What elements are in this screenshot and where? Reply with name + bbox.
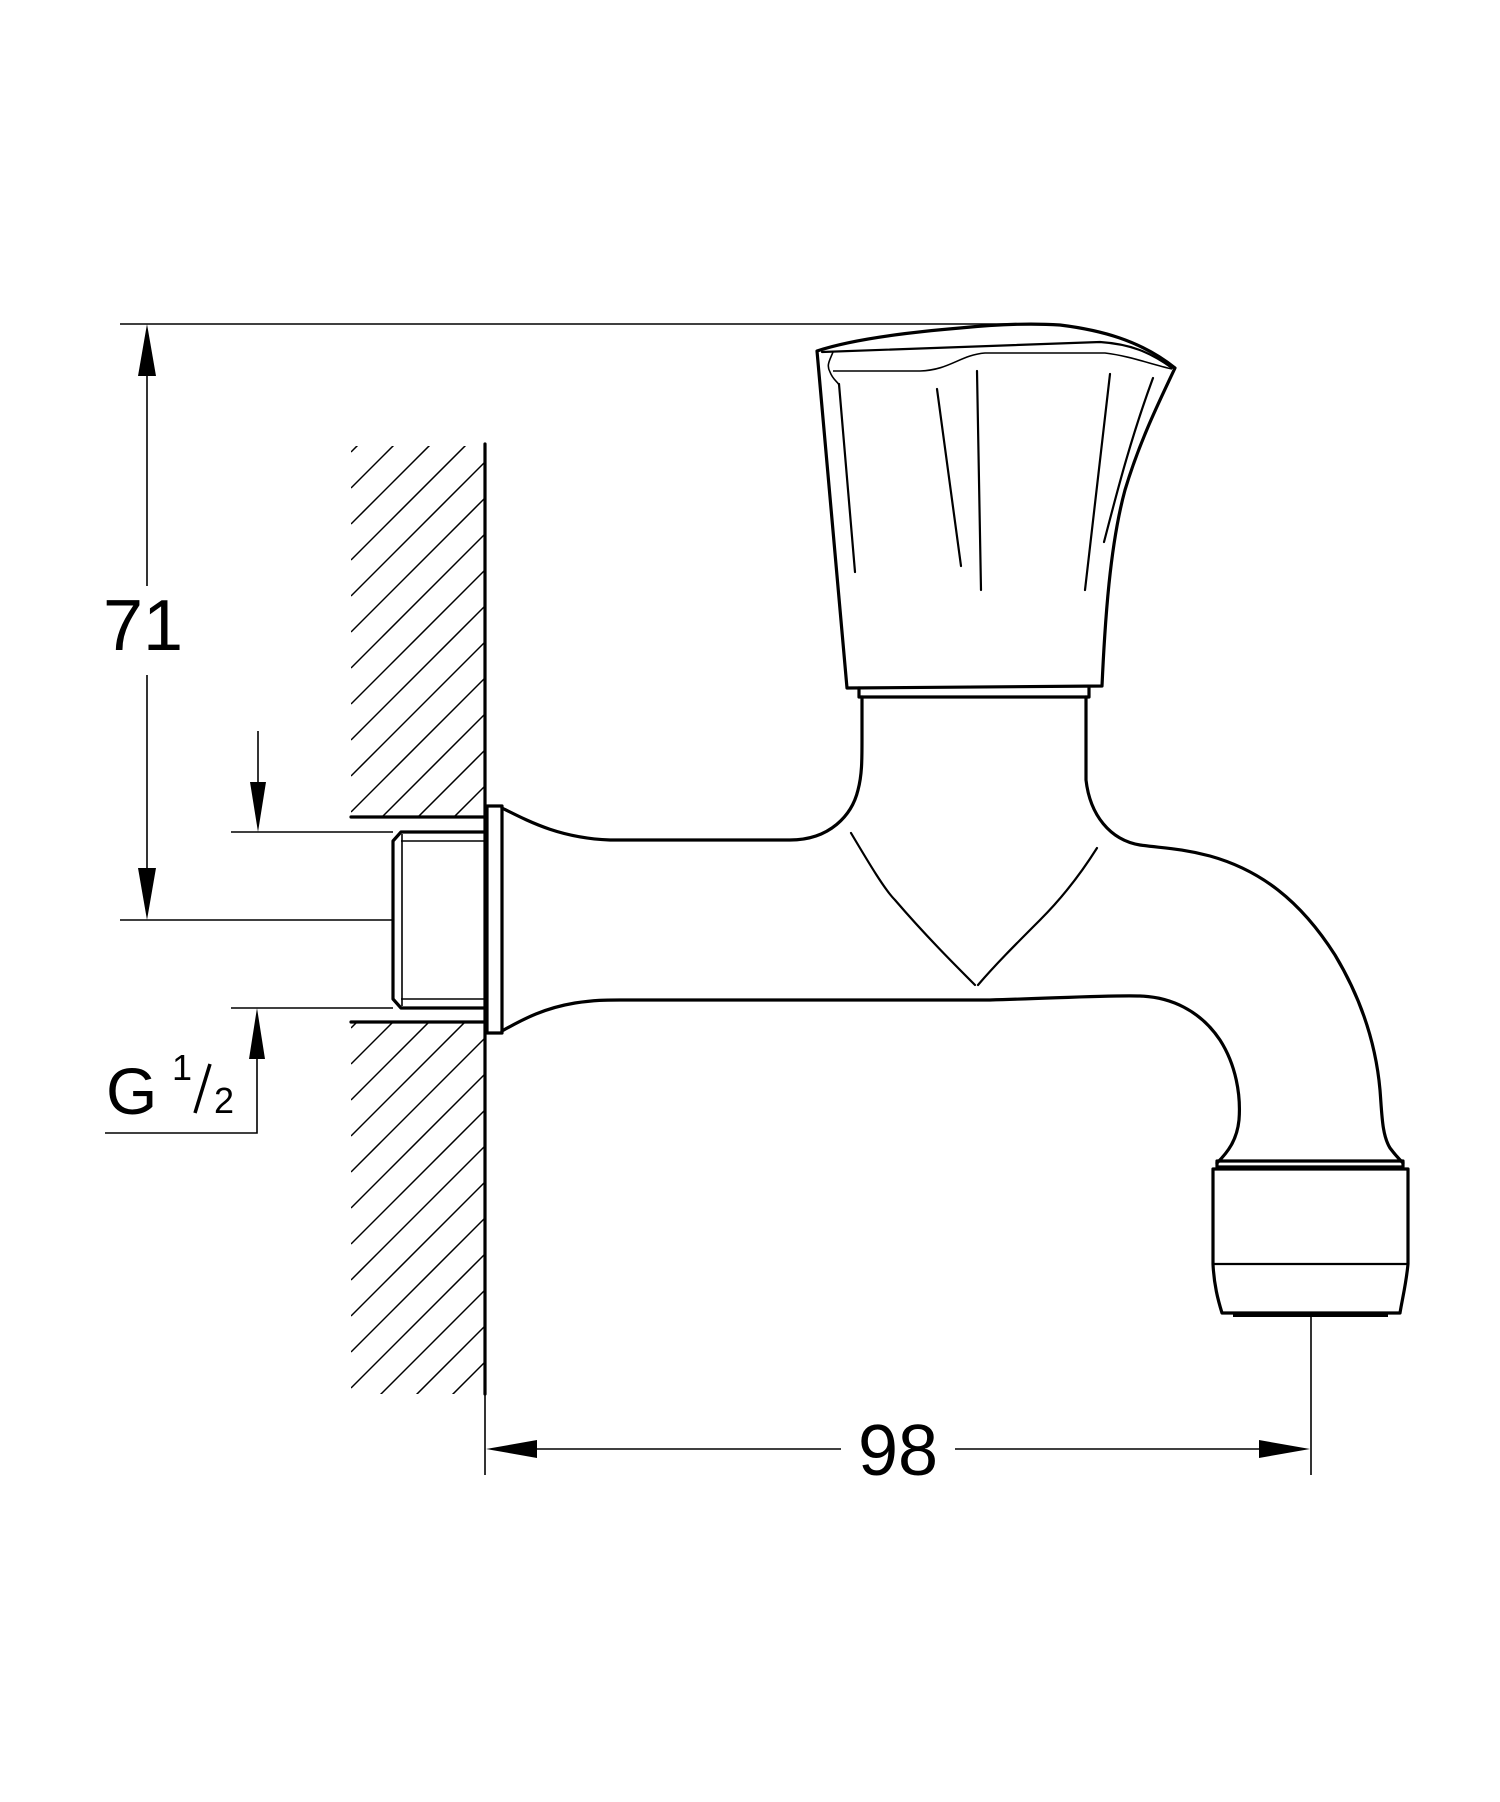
arrow-up-icon (249, 1008, 265, 1059)
wall-flange (485, 804, 504, 1035)
dimension-label-98: 98 (858, 1411, 938, 1491)
dimension-height-71: 71 (103, 323, 1010, 921)
thread-label-denominator: 2 (214, 1080, 234, 1121)
thread-connector (391, 830, 487, 1010)
body-v-line-right (976, 846, 1099, 987)
thread-label-numerator: 1 (172, 1047, 192, 1088)
aerator (1211, 1159, 1410, 1317)
upper-wall-hatching (351, 446, 485, 817)
arrow-left-icon (486, 1440, 537, 1458)
body-v-line-left (849, 831, 977, 987)
dimension-label-71: 71 (103, 586, 183, 666)
dimension-projection-98: 98 (484, 1317, 1312, 1491)
thread-leader-line (105, 1050, 258, 1134)
wall-section (349, 442, 487, 1396)
tap-body (500, 695, 1405, 1165)
tap-handle (815, 322, 1177, 699)
arrow-down-icon (250, 782, 266, 832)
arrow-down-icon (138, 868, 156, 920)
lower-wall-hatching (351, 1022, 485, 1394)
arrow-right-icon (1259, 1440, 1310, 1458)
dimension-thread: G 1 2 (105, 731, 393, 1134)
thread-label-prefix: G (106, 1054, 157, 1128)
thread-label-slash (193, 1063, 212, 1114)
arrow-up-icon (138, 324, 156, 376)
